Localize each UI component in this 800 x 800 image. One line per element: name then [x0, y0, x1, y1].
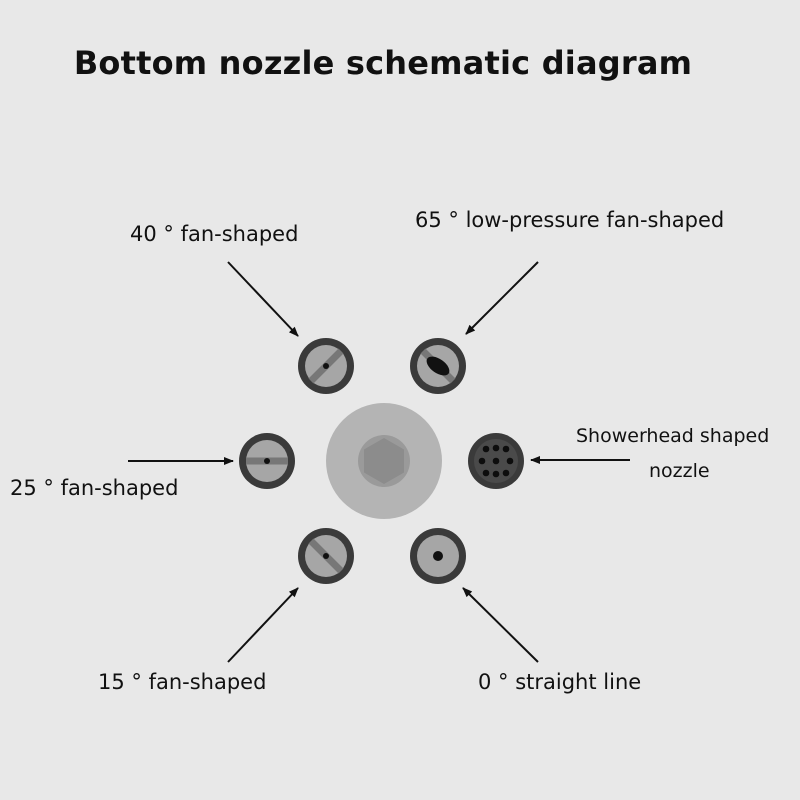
arrow-15-fan — [227, 587, 299, 663]
label-15-fan: 15 ° fan-shaped — [98, 670, 267, 694]
fan-15-nozzle-icon — [298, 528, 354, 584]
fan-65-low-pressure-nozzle-icon — [410, 338, 466, 394]
label-0-straight: 0 ° straight line — [478, 670, 642, 694]
straight-line-nozzle-icon — [410, 528, 466, 584]
label-65-low-pressure-fan: 65 ° low-pressure fan-shaped — [415, 208, 725, 232]
arrow-65-low-pressure-fan — [465, 261, 539, 335]
arrow-40-fan — [227, 261, 299, 337]
fan-40-nozzle-icon — [298, 338, 354, 394]
arrow-0-straight — [462, 587, 539, 663]
hex-bolt-hub-icon — [326, 403, 442, 519]
page-title: Bottom nozzle schematic diagram — [73, 44, 693, 82]
fan-25-nozzle-icon — [239, 433, 295, 489]
label-40-fan: 40 ° fan-shaped — [130, 222, 299, 246]
label-25-fan: 25 ° fan-shaped — [10, 476, 179, 500]
label-showerhead-line1: Showerhead shaped — [576, 425, 770, 447]
showerhead-nozzle-icon — [468, 433, 524, 489]
label-showerhead-line2: nozzle — [649, 460, 710, 482]
